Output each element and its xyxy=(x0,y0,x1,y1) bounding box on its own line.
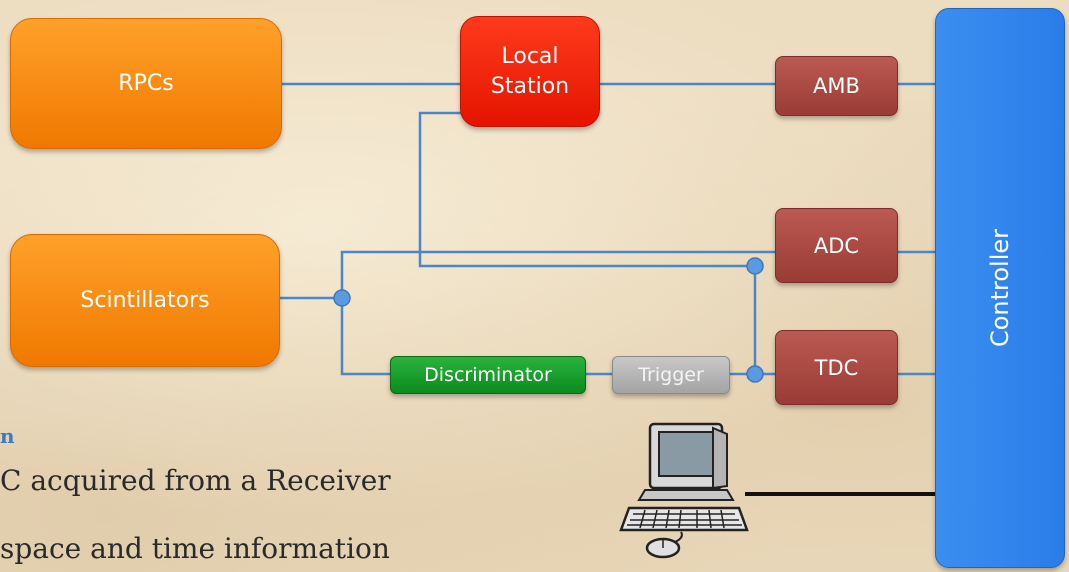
discriminator-label: Discriminator xyxy=(424,364,552,386)
local-station-box: Local Station xyxy=(460,16,600,127)
controller-label: Controller xyxy=(986,228,1014,348)
scintillators-box: Scintillators xyxy=(10,234,280,367)
trigger-label: Trigger xyxy=(638,364,704,386)
discriminator-box: Discriminator xyxy=(390,356,586,394)
adc-box: ADC xyxy=(775,208,898,283)
caption-line-2: space and time information xyxy=(0,532,390,565)
controller-box: Controller xyxy=(935,8,1065,568)
local-station-label-line2: Station xyxy=(490,73,570,99)
caption-line-1: C acquired from a Receiver xyxy=(0,464,391,497)
local-station-label-line1: Local xyxy=(501,43,559,69)
scintillators-label: Scintillators xyxy=(80,288,210,313)
tdc-box: TDC xyxy=(775,330,898,405)
trigger-box: Trigger xyxy=(612,356,730,394)
junction-dot xyxy=(333,289,351,307)
rpcs-label: RPCs xyxy=(118,71,174,96)
junction-dot xyxy=(746,257,764,275)
amb-label: AMB xyxy=(813,74,860,98)
caption-heading-fragment: n xyxy=(0,424,15,448)
adc-label: ADC xyxy=(813,233,860,258)
rpcs-box: RPCs xyxy=(10,18,282,149)
junction-dot xyxy=(746,365,764,383)
computer-icon xyxy=(619,422,749,559)
tdc-label: TDC xyxy=(814,355,859,380)
amb-box: AMB xyxy=(775,56,898,116)
